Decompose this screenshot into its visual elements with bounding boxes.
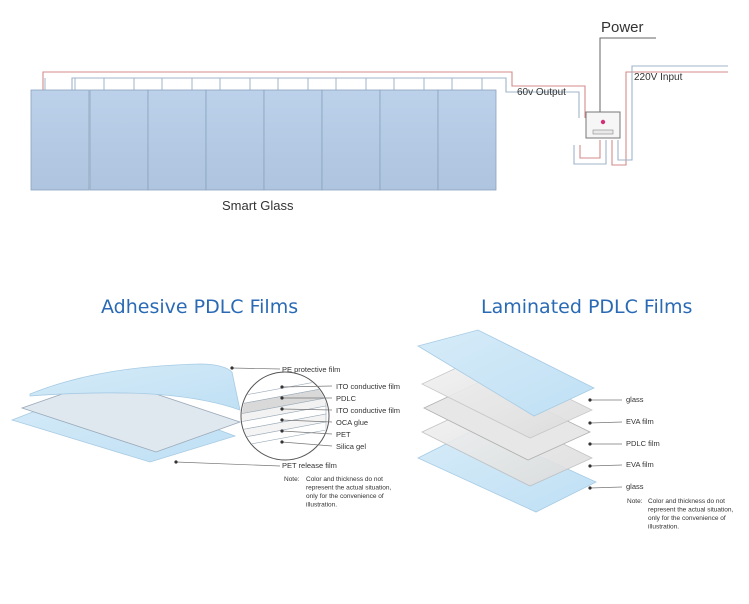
- laminated-note-line: represent the actual situation,: [648, 507, 733, 514]
- laminated-layer-label: EVA film: [626, 460, 654, 469]
- adhesive-layer-label: PDLC: [336, 394, 357, 403]
- glass-panel: [437, 89, 497, 191]
- laminated-leaders: [588, 398, 623, 490]
- laminated-note-line: only for the convenience of: [648, 515, 726, 522]
- laminated-layer-label: glass: [626, 395, 644, 404]
- glass-panels: [30, 89, 497, 191]
- glass-panel: [263, 89, 323, 191]
- adhesive-title: Adhesive PDLC Films: [101, 296, 298, 318]
- laminated-note-line: Color and thickness do not: [648, 498, 725, 505]
- adhesive-note-line: illustration.: [306, 502, 337, 509]
- laminated-note-line: illustration.: [648, 524, 679, 531]
- adhesive-note-line: Color and thickness do not: [306, 476, 383, 483]
- power-indicator: [600, 119, 606, 125]
- laminated-layer-label: PDLC film: [626, 439, 660, 448]
- smart-glass-label: Smart Glass: [222, 198, 294, 213]
- adhesive-layer-label: PET: [336, 430, 351, 439]
- glass-panel: [205, 89, 265, 191]
- connector-ticks: [44, 78, 483, 90]
- adhesive-layer-label: ITO conductive film: [336, 406, 400, 415]
- pet-release-label: PET release film: [282, 461, 337, 470]
- glass-panel: [321, 89, 381, 191]
- laminated-layer-label: glass: [626, 482, 644, 491]
- adhesive-layer-label: PE protective film: [282, 365, 340, 374]
- adhesive-leaders: [174, 366, 333, 467]
- output-label: 60v Output: [517, 87, 566, 98]
- power-terminal: [592, 129, 614, 135]
- adhesive-layer-label: ITO conductive film: [336, 382, 400, 391]
- laminated-title: Laminated PDLC Films: [481, 296, 692, 318]
- adhesive-note-line: represent the actual situation,: [306, 485, 391, 492]
- laminated-glass-top: [416, 329, 595, 417]
- smart-glass-section: Power 220V Input 60v Output Smart Glass: [30, 19, 728, 213]
- glass-panel: [30, 89, 90, 191]
- glass-panel: [89, 89, 149, 191]
- adhesive-layer-label: OCA glue: [336, 418, 368, 427]
- adhesive-note-label: Note:: [284, 476, 300, 483]
- laminated-note-label: Note:: [627, 498, 643, 505]
- pe-protective-film-sheet: [29, 363, 241, 411]
- laminated-layer-label: EVA film: [626, 417, 654, 426]
- adhesive-note-line: only for the convenience of: [306, 493, 384, 500]
- input-label: 220V Input: [634, 72, 683, 83]
- power-label: Power: [601, 19, 644, 36]
- glass-panel: [147, 89, 207, 191]
- wiring: [42, 37, 728, 166]
- adhesive-layer-label: Silica gel: [336, 442, 366, 451]
- glass-panel: [379, 89, 439, 191]
